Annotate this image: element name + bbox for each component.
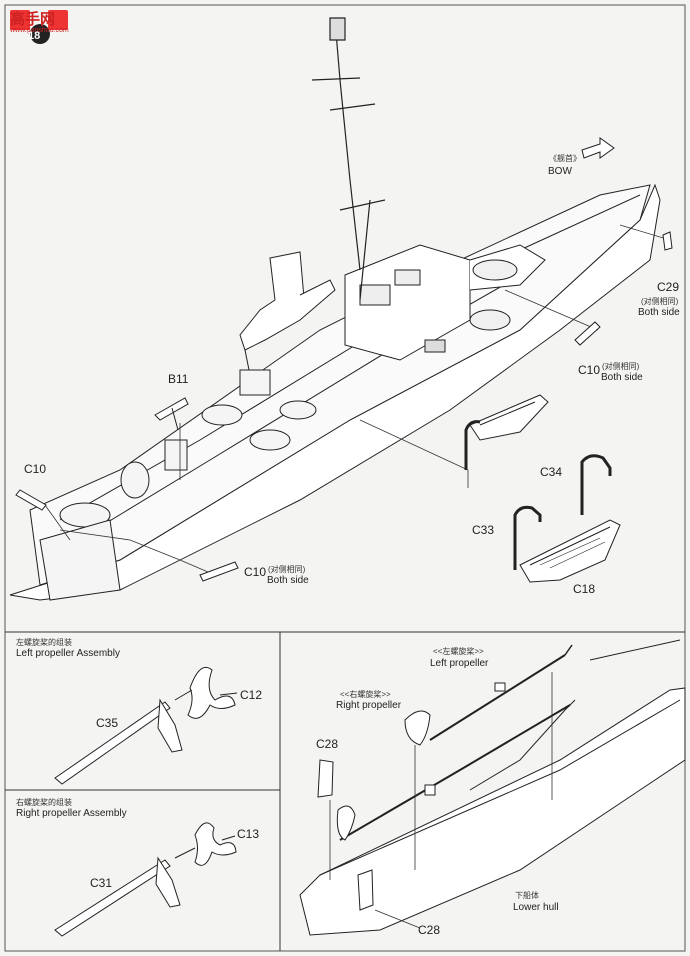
c29-both-side-cn: (对侧相同) (641, 297, 679, 306)
ship-gun-tubs (39, 369, 317, 601)
guide-lines (44, 224, 671, 576)
davit-c33-icon (513, 505, 542, 570)
left-prop-assembly-title-cn: 左螺旋桨的组装 (16, 638, 72, 647)
part-label-c29: C29 (657, 280, 680, 294)
page-number: 18 (28, 30, 41, 42)
right-prop-assembly-title-cn: 右螺旋桨的组装 (16, 798, 72, 807)
part-label-c35: C35 (96, 716, 119, 730)
lower-hull-label-cn: 下船体 (515, 891, 539, 900)
part-label-c12: C12 (240, 688, 263, 702)
watermark-text: 高手网 (10, 11, 56, 28)
lifeboat-c18 (519, 519, 621, 583)
part-label-c10-top: C10 (578, 363, 601, 377)
c10-top-both-side-cn: (对侧相同) (602, 362, 640, 371)
left-propeller-label-en: Left propeller (430, 658, 489, 669)
c10-bottom-both-side-en: Both side (267, 575, 309, 586)
bow-label-en: BOW (548, 166, 572, 177)
watermark-url: www.gaoshou.com (10, 27, 69, 34)
lifeboat-upper (464, 394, 549, 470)
ship-superstructure (344, 244, 546, 361)
lower-hull-label-en: Lower hull (513, 902, 559, 913)
part-label-c33: C33 (472, 523, 495, 537)
part-label-c28-top: C28 (316, 737, 339, 751)
part-b11-icon (154, 397, 189, 431)
part-label-b11: B11 (168, 372, 189, 386)
watermark-logo (8, 6, 70, 46)
part-label-c34: C34 (540, 465, 563, 479)
ship-funnel (239, 251, 336, 376)
bow-label-cn: 《舰首》 (549, 154, 581, 163)
right-prop-assembly-title-en: Right propeller Assembly (16, 808, 127, 819)
ship-mast (311, 17, 386, 301)
c29-both-side-en: Both side (638, 307, 680, 318)
left-prop-assembly-title-en: Left propeller Assembly (16, 648, 120, 659)
c10-bottom-both-side-cn: (对侧相同) (268, 565, 306, 574)
part-label-c18: C18 (573, 582, 596, 596)
part-c10-icons (15, 231, 673, 582)
part-label-c13: C13 (237, 827, 260, 841)
left-propeller-drawing (54, 666, 238, 785)
right-propeller-label-en: Right propeller (336, 700, 402, 711)
part-label-c31: C31 (90, 876, 113, 890)
left-propeller-label-cn: <<左螺旋桨>> (433, 647, 484, 656)
right-propeller-drawing (54, 822, 237, 937)
lower-hull-drawing (299, 639, 686, 936)
hull-guide-lines (329, 672, 553, 929)
part-label-c10-left: C10 (24, 462, 47, 476)
bow-arrow-icon (581, 137, 615, 159)
part-label-c10-bottom: C10 (244, 565, 267, 579)
page-border (4, 4, 686, 952)
davit-c34-icon (580, 454, 612, 515)
c10-top-both-side-en: Both side (601, 372, 643, 383)
part-label-c28-bottom: C28 (418, 923, 441, 937)
right-propeller-label-cn: <<右螺旋桨>> (340, 690, 391, 699)
